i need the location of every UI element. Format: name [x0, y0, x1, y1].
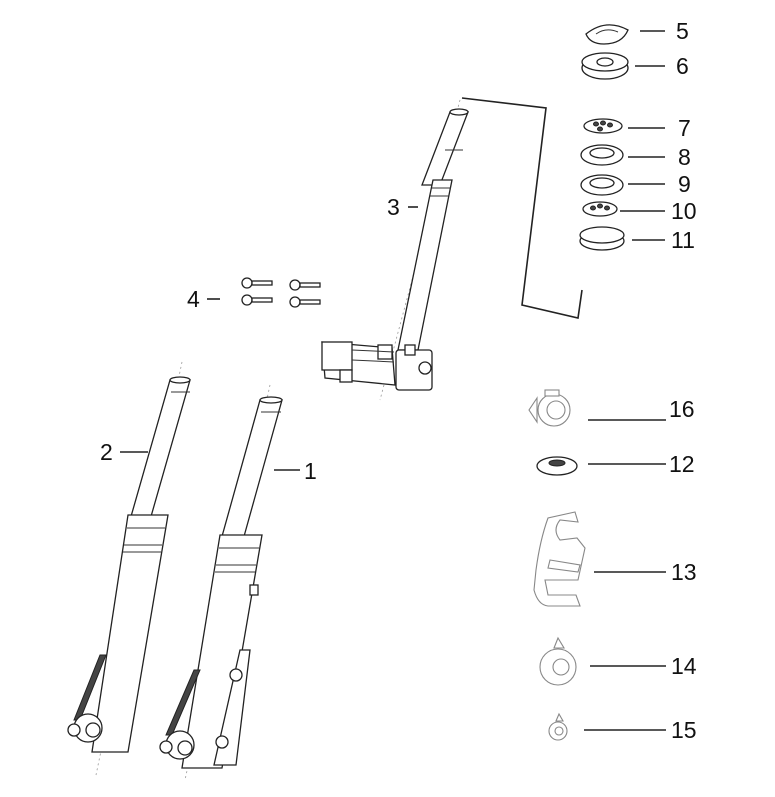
- callout-6: 6: [676, 53, 689, 79]
- callout-13: 13: [671, 559, 697, 585]
- part-8-bearing-cone: [580, 144, 624, 166]
- callout-4: 4: [187, 286, 200, 312]
- part-12-grommet: [536, 456, 578, 476]
- callout-5: 5: [676, 18, 689, 44]
- callout-10: 10: [671, 198, 697, 224]
- callout-7: 7: [678, 115, 691, 141]
- part-2-left-fork-leg: [67, 361, 191, 776]
- callout-12: 12: [669, 451, 695, 477]
- part-16-clip: [528, 389, 571, 427]
- part-9-bearing-cup: [580, 174, 624, 196]
- part-5-lock-nut: [585, 24, 629, 45]
- part-13-cable-guide: [533, 511, 586, 607]
- callout-11: 11: [671, 227, 695, 253]
- callout-3: 3: [387, 194, 400, 220]
- callout-15: 15: [671, 717, 697, 743]
- part-14-hose-clamp: [539, 636, 577, 686]
- part-10-ball-race-bottom: [582, 201, 618, 217]
- leader-lines: [120, 30, 666, 731]
- part-11-dust-seal: [579, 226, 625, 251]
- part-6-adjusting-nut: [581, 52, 629, 80]
- assembly-bracket-line: [461, 97, 583, 319]
- callout-9: 9: [678, 171, 691, 197]
- callout-8: 8: [678, 144, 691, 170]
- callout-16: 16: [669, 396, 695, 422]
- callout-2: 2: [100, 439, 113, 465]
- part-1-right-fork-leg: [159, 384, 283, 781]
- callout-14: 14: [671, 653, 697, 679]
- part-3-steering-stem: [321, 99, 469, 401]
- part-7-ball-race-top: [583, 118, 623, 134]
- part-15-small-clip: [548, 712, 568, 741]
- callout-1: 1: [304, 458, 317, 484]
- part-4-bolts: [241, 277, 321, 308]
